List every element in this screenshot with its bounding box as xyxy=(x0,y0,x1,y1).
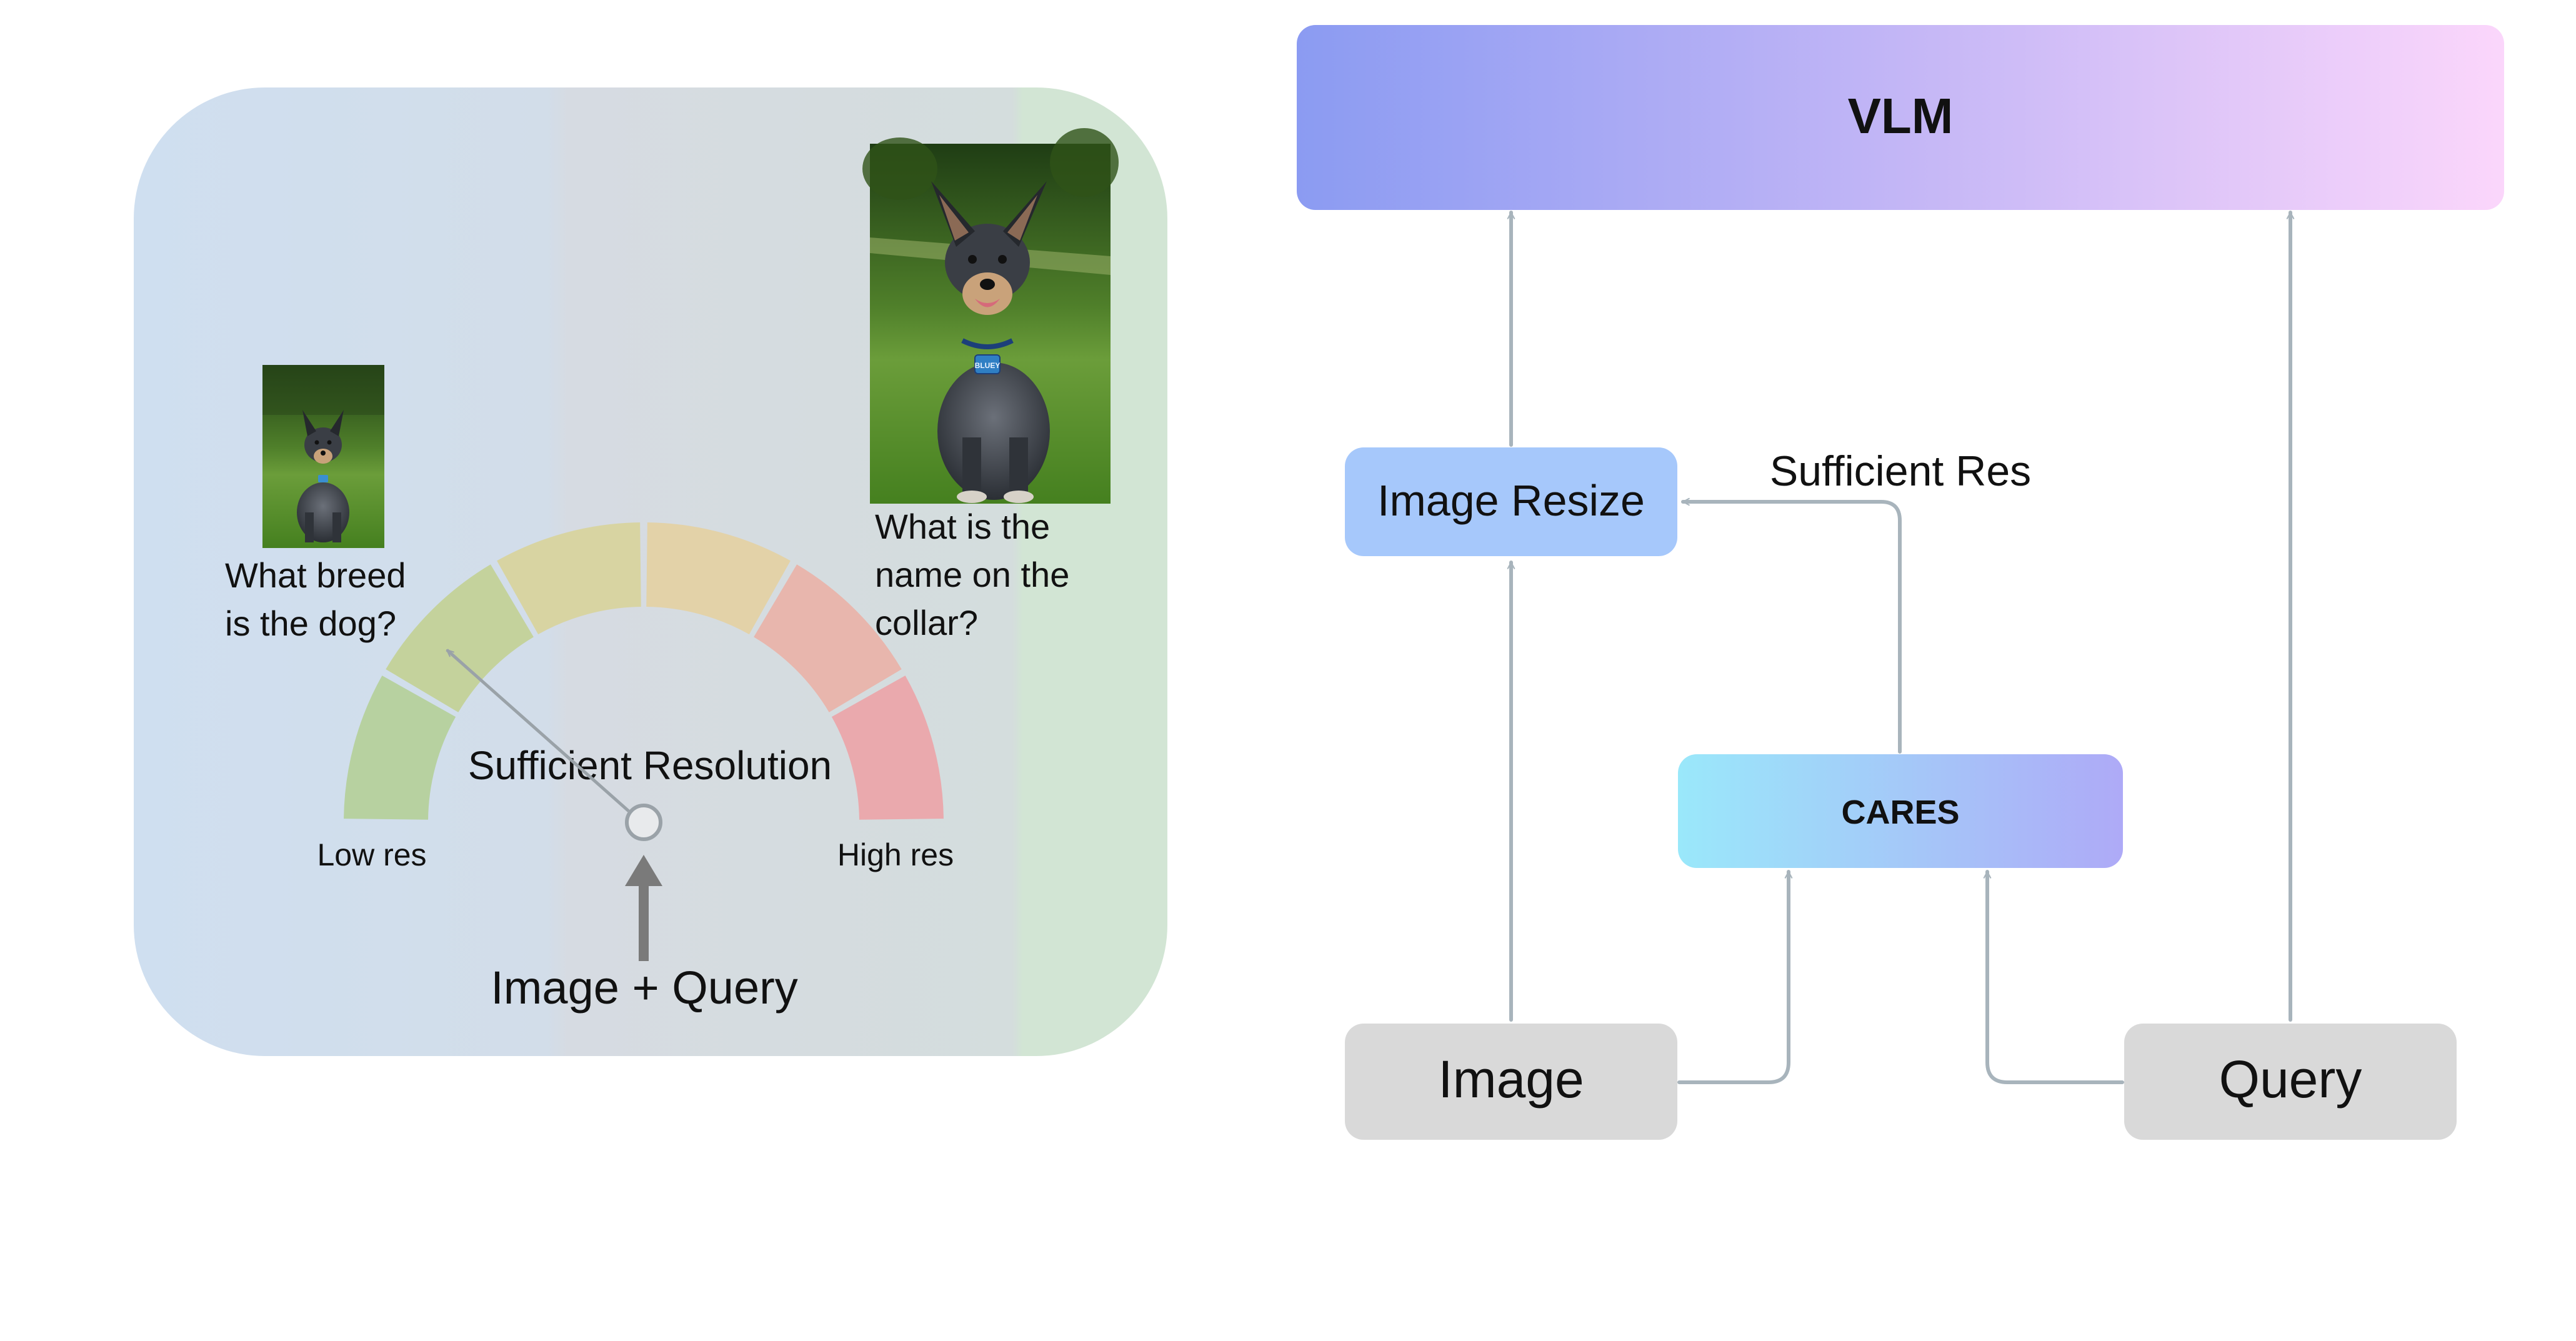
small-image-question-line2: is the dog? xyxy=(225,604,396,643)
small-dog-image xyxy=(262,365,384,548)
collar-tag-text: BLUEY xyxy=(975,361,1001,370)
gauge-needle xyxy=(446,649,630,812)
vlm-label: VLM xyxy=(1848,88,1954,144)
large-image-question-line2: name on the xyxy=(875,555,1069,594)
gauge-segment xyxy=(754,564,902,712)
cares-box: CARES xyxy=(1678,754,2123,868)
query-input-label: Query xyxy=(2219,1050,2362,1109)
small-image-question-line1: What breed xyxy=(225,556,406,595)
gauge-low-label: Low res xyxy=(317,837,426,872)
image-input-label: Image xyxy=(1438,1050,1584,1109)
large-image-question-line1: What is the xyxy=(875,507,1050,546)
image-input-box: Image xyxy=(1345,1024,1677,1140)
image-resize-box: Image Resize xyxy=(1345,447,1677,556)
query-input-box: Query xyxy=(2124,1024,2457,1140)
large-image-question-line3: collar? xyxy=(875,603,978,642)
gauge-title: Sufficient Resolution xyxy=(468,743,832,788)
gauge-pivot xyxy=(625,804,662,841)
sufficient-res-label: Sufficient Res xyxy=(1770,447,2031,495)
cares-label: CARES xyxy=(1841,794,1959,831)
gauge-segment xyxy=(386,564,534,712)
input-arrow xyxy=(625,855,662,961)
gauge-segment xyxy=(831,675,944,820)
image-resize-label: Image Resize xyxy=(1377,476,1645,525)
pipeline-diagram: VLM Image Resize Sufficient Res CARES Im… xyxy=(1297,25,2504,1140)
gauge-high-label: High res xyxy=(837,837,954,872)
query-to-cares-arrow xyxy=(1983,870,2124,1084)
connectors xyxy=(1507,211,2295,1084)
collar-tag xyxy=(974,354,1001,374)
gauge-segment xyxy=(646,522,791,635)
image-to-cares-arrow xyxy=(1677,870,1793,1084)
gauge-segment xyxy=(497,522,641,635)
resolution-panel: What breed is the dog? BLUEY xyxy=(134,87,1167,1056)
input-label: Image + Query xyxy=(491,962,798,1014)
cares-to-resize-arrow xyxy=(1681,497,1902,754)
large-dog-image: BLUEY xyxy=(862,128,1119,504)
resolution-gauge: Sufficient Resolution Low res High res xyxy=(317,522,954,872)
gauge-segment xyxy=(344,675,456,820)
vlm-box: VLM xyxy=(1297,25,2504,210)
